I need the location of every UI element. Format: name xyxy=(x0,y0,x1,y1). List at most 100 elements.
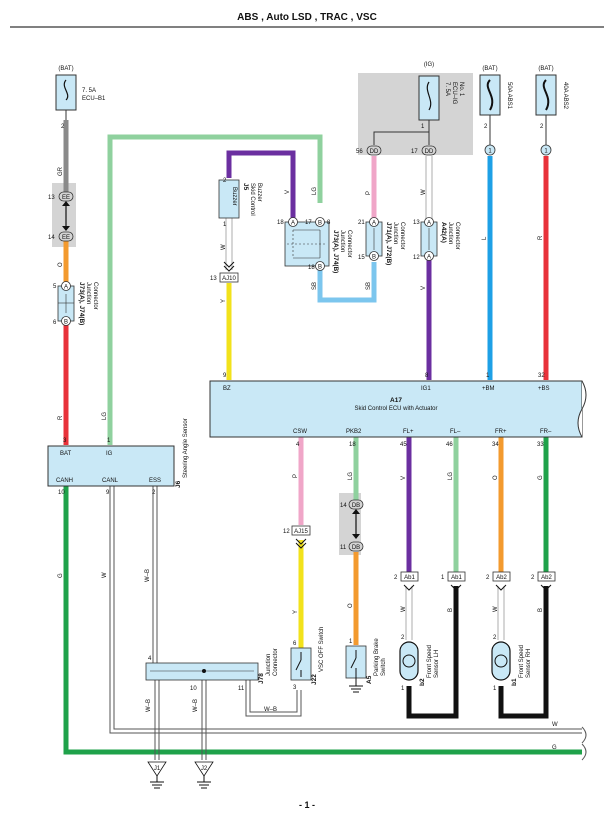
connector-dd-17: DD 17 xyxy=(411,145,437,156)
svg-text:46: 46 xyxy=(446,442,453,448)
parking-brake-switch-a5: 1 A5 Parking Brake Switch xyxy=(345,638,387,693)
svg-text:10: 10 xyxy=(58,490,65,496)
svg-text:2: 2 xyxy=(401,635,405,641)
connector-dd-56: DD 56 xyxy=(356,145,382,156)
svg-text:BAT: BAT xyxy=(60,451,72,457)
svg-text:Sensor LH: Sensor LH xyxy=(434,650,440,678)
svg-text:J71(A), J72(B): J71(A), J72(B) xyxy=(385,222,392,265)
svg-text:(BAT): (BAT) xyxy=(482,66,497,72)
svg-text:10: 10 xyxy=(190,686,197,692)
svg-text:2: 2 xyxy=(486,575,490,581)
junction-connector-j78: 4 10 11 J78 Junction Connector xyxy=(145,648,279,692)
junction-connector-j73: A B B 18 17 18 8 J73(A), J74(B) Junction… xyxy=(277,217,352,273)
wire-b-rh xyxy=(498,586,549,719)
svg-text:1: 1 xyxy=(349,639,353,645)
svg-text:13: 13 xyxy=(48,195,55,201)
svg-text:3: 3 xyxy=(293,685,297,691)
svg-text:9: 9 xyxy=(223,373,227,379)
svg-text:Front Speed: Front Speed xyxy=(519,645,525,678)
svg-text:3: 3 xyxy=(63,438,67,444)
svg-text:56: 56 xyxy=(356,149,363,155)
svg-text:5: 5 xyxy=(53,284,57,290)
wire-lg-ig xyxy=(107,134,323,445)
svg-text:11: 11 xyxy=(238,686,245,692)
svg-text:O: O xyxy=(58,262,64,267)
svg-text:W: W xyxy=(401,606,407,612)
svg-text:50A ABS1: 50A ABS1 xyxy=(506,82,512,110)
svg-text:2: 2 xyxy=(61,124,65,130)
svg-text:Front Speed: Front Speed xyxy=(427,645,433,678)
skid-control-buzzer: Buzzer 2 1 J5 Skid Control Buzzer xyxy=(218,178,262,228)
svg-text:Junction: Junction xyxy=(266,654,272,676)
svg-text:1: 1 xyxy=(421,124,425,130)
svg-text:1: 1 xyxy=(401,686,405,692)
svg-text:12: 12 xyxy=(413,255,420,261)
svg-text:Junction: Junction xyxy=(85,282,91,304)
svg-text:Connector: Connector xyxy=(399,222,405,250)
connector-ab1-fl-plus: Ab1 2 xyxy=(394,571,419,591)
svg-text:Parking Brake: Parking Brake xyxy=(374,638,380,676)
svg-text:FR–: FR– xyxy=(540,429,552,435)
svg-text:J22: J22 xyxy=(311,674,318,685)
svg-text:2: 2 xyxy=(223,178,227,184)
wire-v-buzzer xyxy=(226,150,296,218)
svg-text:15: 15 xyxy=(358,255,365,261)
svg-text:A17: A17 xyxy=(390,397,402,404)
svg-text:A42(A): A42(A) xyxy=(440,222,447,243)
svg-text:No. 1: No. 1 xyxy=(458,82,464,97)
svg-text:2: 2 xyxy=(531,575,535,581)
ground-j2: J2 xyxy=(194,761,214,789)
svg-text:18: 18 xyxy=(277,220,284,226)
svg-text:+BS: +BS xyxy=(538,386,550,392)
svg-text:Skid Control: Skid Control xyxy=(249,183,255,216)
ig-fuse-shade xyxy=(358,73,473,155)
front-speed-sensor-rh: 2 1 b1 Front Speed Sensor RH xyxy=(491,635,532,692)
svg-text:ECU–IG: ECU–IG xyxy=(451,82,457,105)
svg-text:Junction: Junction xyxy=(339,230,345,252)
svg-text:PKB2: PKB2 xyxy=(346,429,362,435)
svg-text:13: 13 xyxy=(210,276,217,282)
svg-text:VSC OFF Switch: VSC OFF Switch xyxy=(319,627,325,672)
svg-text:18: 18 xyxy=(308,265,315,271)
svg-text:B: B xyxy=(318,265,322,271)
wire-color-labels: GR O R LG V LG W Y SB SB P W V L R P Y L… xyxy=(58,166,558,751)
svg-text:14: 14 xyxy=(48,235,55,241)
ground-j1: J1 xyxy=(147,761,167,789)
steering-angle-sensor-j6: 3 BAT 1 IG CANH 10 CANL 9 ESS 2 J6 Steer… xyxy=(47,418,189,496)
junction-connector-j71: A B 21 15 J71(A), J72(B) Junction Connec… xyxy=(358,217,405,265)
wire-sb xyxy=(317,262,377,303)
svg-text:R: R xyxy=(58,415,64,420)
svg-text:1: 1 xyxy=(441,575,445,581)
svg-text:1: 1 xyxy=(493,686,497,692)
svg-text:2: 2 xyxy=(493,635,497,641)
svg-text:O: O xyxy=(493,475,499,480)
svg-text:Y: Y xyxy=(293,610,299,614)
svg-text:Buzzer: Buzzer xyxy=(231,187,237,206)
connector-aj10: AJ10 13 xyxy=(210,261,239,283)
svg-text:P: P xyxy=(366,191,372,195)
front-speed-sensor-lh: 2 1 b2 Front Speed Sensor LH xyxy=(399,635,440,692)
svg-text:32: 32 xyxy=(538,373,545,379)
svg-text:B: B xyxy=(318,221,322,227)
svg-text:GR: GR xyxy=(58,166,64,176)
svg-text:O: O xyxy=(348,603,354,608)
connector-db-11: DB 11 xyxy=(340,541,364,552)
svg-text:J2: J2 xyxy=(201,766,208,772)
svg-text:4: 4 xyxy=(296,442,300,448)
svg-text:17: 17 xyxy=(411,149,418,155)
svg-text:34: 34 xyxy=(492,442,499,448)
svg-text:LG: LG xyxy=(448,472,454,480)
svg-text:9: 9 xyxy=(106,490,110,496)
svg-text:6: 6 xyxy=(293,641,297,647)
svg-text:DD: DD xyxy=(425,149,434,155)
svg-text:Switch: Switch xyxy=(381,658,387,676)
svg-text:13: 13 xyxy=(413,220,420,226)
connector-abs2-pin: 1 xyxy=(540,144,552,156)
svg-text:W: W xyxy=(493,606,499,612)
svg-text:Steering Angle Sensor: Steering Angle Sensor xyxy=(183,418,189,478)
svg-text:7. 5A: 7. 5A xyxy=(444,82,450,96)
svg-text:BZ: BZ xyxy=(223,386,231,392)
svg-text:AJ10: AJ10 xyxy=(222,276,236,282)
svg-text:17: 17 xyxy=(305,220,312,226)
